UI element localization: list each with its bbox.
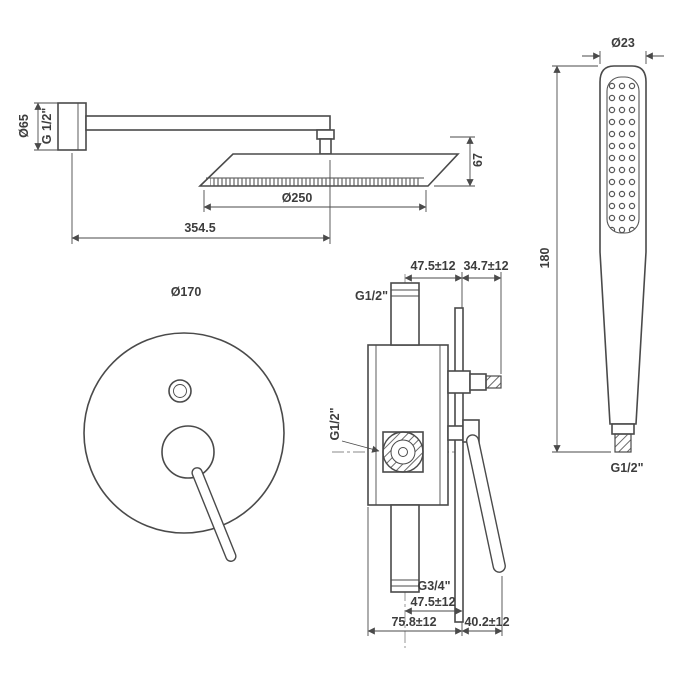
dim-handshower-diameter: Ø23 — [611, 36, 635, 50]
wand-thread-fitting — [614, 433, 632, 453]
handle-hub — [161, 425, 215, 479]
nozzle-face — [210, 178, 420, 186]
dim-handshower-length: 180 — [538, 248, 552, 269]
handle-stem — [447, 425, 464, 441]
label-outlet-thread: G3/4" — [417, 579, 450, 593]
mixer-lever-front — [191, 467, 237, 562]
wall-plate — [454, 307, 464, 623]
label-cartridge-thread: G1/2" — [328, 407, 342, 440]
spray-face — [606, 76, 640, 234]
valve-side-view: G1/2" G1/2" G3/4" 47.5±12 34.7±12 47.5±1… — [328, 259, 510, 648]
dim-plate-diameter: Ø170 — [171, 285, 202, 299]
dim-flange-diameter: Ø65 — [17, 114, 31, 138]
dim-wall-to-handle: 34.7±12 — [463, 259, 508, 273]
label-inlet-thread: G1/2" — [355, 289, 388, 303]
dim-total-depth: 75.8±12 — [391, 615, 436, 629]
hand-shower-view: Ø23 180 G1/2" — [538, 36, 664, 475]
label-arm-thread: G 1/2" — [40, 108, 54, 145]
dim-outlet-depth: 47.5±12 — [410, 595, 455, 609]
mixer-lever-side — [465, 434, 506, 573]
dim-depth-to-wall: 47.5±12 — [410, 259, 455, 273]
shower-arm — [85, 115, 331, 131]
overhead-shower-view: Ø65 G 1/2" 354.5 Ø250 67 — [17, 102, 485, 244]
head-connector — [319, 138, 332, 155]
outlet-pipe-bottom — [390, 504, 420, 593]
diverter-button — [168, 379, 192, 403]
trim-plate-view: Ø170 — [83, 285, 285, 562]
dim-arm-length: 354.5 — [184, 221, 215, 235]
inlet-pipe-top — [390, 282, 420, 346]
valve-body — [367, 344, 449, 506]
wall-flange — [57, 102, 87, 151]
dim-head-diameter: Ø250 — [282, 191, 313, 205]
wand-collar — [611, 423, 635, 435]
outlet-fitting-thread — [485, 375, 502, 389]
label-handshower-thread: G1/2" — [610, 461, 643, 475]
arm-elbow — [316, 129, 335, 140]
dim-handle-projection: 40.2±12 — [464, 615, 509, 629]
outlet-fitting-step2 — [469, 373, 487, 391]
dim-head-drop: 67 — [471, 153, 485, 167]
outlet-fitting-step1 — [447, 370, 471, 394]
